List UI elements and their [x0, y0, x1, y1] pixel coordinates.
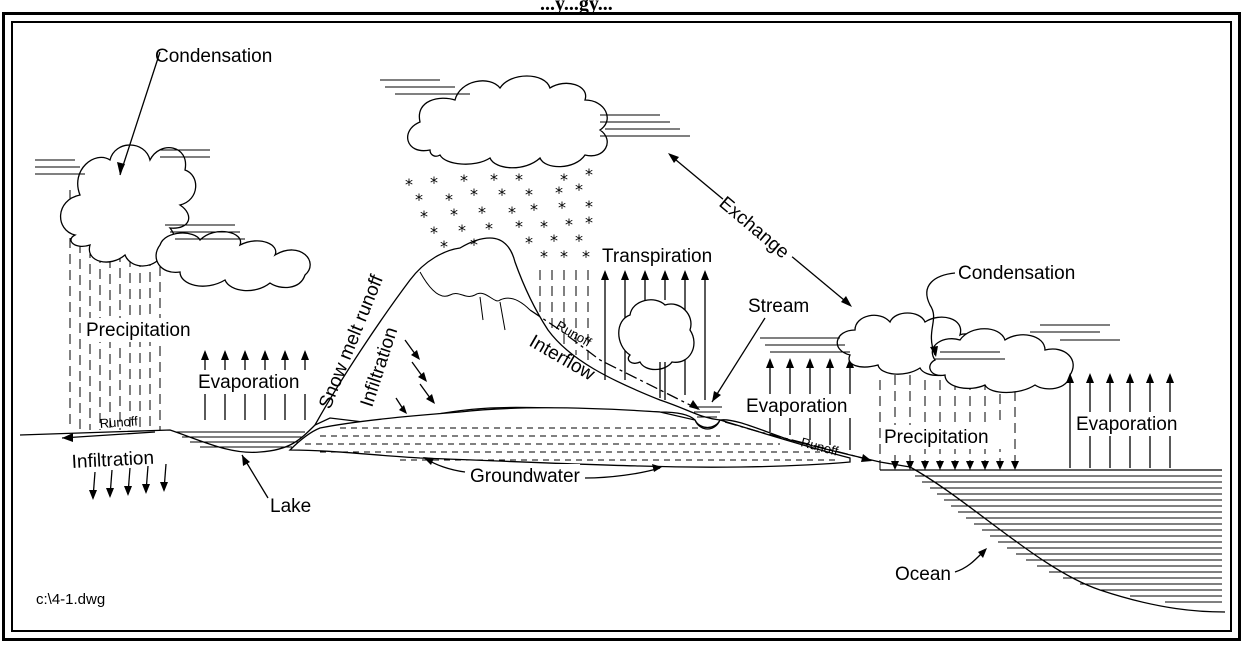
- lake-water: [175, 432, 305, 447]
- stream-arrow: [712, 318, 765, 402]
- svg-text:*: *: [490, 170, 498, 189]
- runoff-left-label: Runoff: [99, 413, 138, 431]
- evaporation-ocean-label: Evaporation: [1076, 414, 1177, 435]
- evaporation-lake-label: Evaporation: [198, 372, 299, 393]
- svg-text:*: *: [458, 221, 466, 240]
- file-name-label: c:\4-1.dwg: [36, 591, 105, 608]
- svg-text:*: *: [585, 213, 593, 232]
- svg-text:*: *: [470, 235, 478, 254]
- groundwater-label: Groundwater: [470, 466, 581, 487]
- evaporation-middle-label: Evaporation: [746, 396, 847, 417]
- title-fragment: ...y...gy...: [540, 0, 613, 15]
- svg-text:*: *: [460, 171, 468, 190]
- svg-text:*: *: [515, 170, 523, 189]
- snow-line: [420, 272, 530, 310]
- precipitation-right-label: Precipitation: [884, 427, 989, 448]
- precipitation-right-arrowheads: [891, 461, 1019, 470]
- svg-text:*: *: [420, 207, 428, 226]
- svg-text:*: *: [430, 223, 438, 242]
- svg-text:*: *: [498, 185, 506, 204]
- svg-text:*: *: [515, 217, 523, 236]
- svg-text:*: *: [485, 219, 493, 238]
- precipitation-left-label: Precipitation: [86, 320, 191, 341]
- svg-text:*: *: [565, 215, 573, 234]
- svg-text:*: *: [540, 217, 548, 236]
- ocean-label: Ocean: [895, 564, 951, 585]
- left-cloud: [35, 145, 310, 291]
- svg-text:*: *: [525, 233, 533, 252]
- svg-text:*: *: [530, 200, 538, 219]
- top-cloud: [380, 76, 690, 168]
- svg-text:*: *: [550, 231, 558, 250]
- svg-text:*: *: [450, 205, 458, 224]
- transpiration-label: Transpiration: [602, 246, 712, 267]
- svg-text:*: *: [440, 237, 448, 256]
- svg-text:*: *: [430, 173, 438, 192]
- svg-text:*: *: [575, 180, 583, 199]
- svg-text:*: *: [470, 185, 478, 204]
- condensation-right-label: Condensation: [958, 263, 1075, 284]
- stream-label: Stream: [748, 296, 809, 317]
- infiltration-left-label: Infiltration: [71, 448, 154, 473]
- snowfall: ******* ******* ******* ******* ***** **…: [405, 165, 593, 266]
- svg-text:*: *: [560, 247, 568, 266]
- svg-text:*: *: [540, 247, 548, 266]
- groundwater-arrow-right: [585, 468, 660, 478]
- infiltration-mountain-arrows: [396, 340, 435, 414]
- lake-label: Lake: [270, 496, 311, 517]
- svg-text:*: *: [405, 175, 413, 194]
- condensation-left-label: Condensation: [155, 46, 272, 67]
- tree: [619, 300, 694, 400]
- svg-text:*: *: [585, 165, 593, 184]
- svg-text:*: *: [582, 247, 590, 266]
